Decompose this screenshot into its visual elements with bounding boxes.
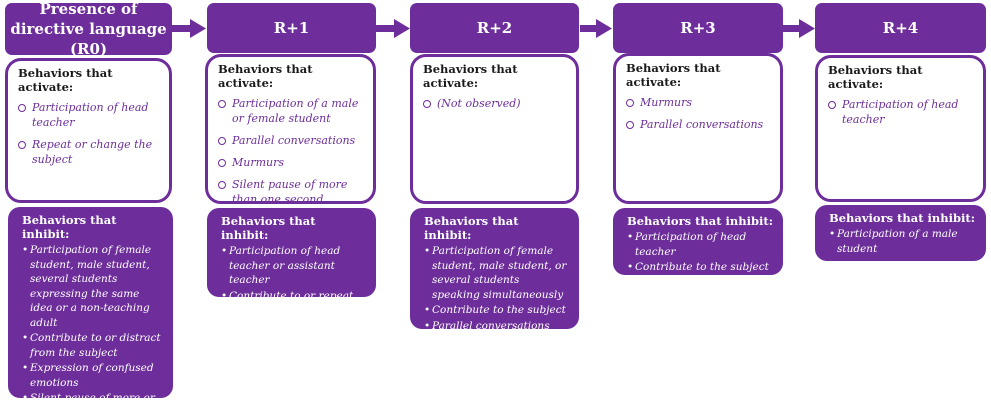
activate-item: Repeat or change the subject bbox=[18, 137, 159, 167]
circle-bullet-icon bbox=[18, 104, 26, 112]
header-label: R+3 bbox=[680, 19, 716, 37]
inhibit-title: Behaviors that inhibit: bbox=[221, 214, 316, 242]
inhibit-box-r2: Behaviors that inhibit: •Participation o… bbox=[410, 208, 579, 332]
inhibit-box-r4: Behaviors that inhibit: •Participation o… bbox=[815, 205, 986, 261]
activate-item: Participation of head teacher bbox=[18, 100, 159, 130]
circle-bullet-icon bbox=[423, 100, 431, 108]
activate-title: Behaviors that activate: bbox=[828, 63, 923, 91]
activate-item: Murmurs bbox=[218, 155, 363, 170]
activate-box-r2: Behaviors that activate: (Not observed) bbox=[410, 54, 579, 204]
inhibit-title: Behaviors that inhibit: bbox=[22, 213, 117, 241]
activate-item: (Not observed) bbox=[423, 96, 566, 111]
activate-item: Silent pause of more than one second bbox=[218, 177, 363, 207]
activate-item: Murmurs bbox=[626, 95, 770, 110]
inhibit-item: •Contribute to or distract from the subj… bbox=[22, 332, 161, 359]
header-r3: R+3 bbox=[613, 3, 783, 53]
activate-item: Parallel conversations bbox=[626, 117, 770, 132]
header-r2: R+2 bbox=[410, 3, 579, 53]
activate-title: Behaviors that activate: bbox=[423, 62, 518, 90]
inhibit-item: •Participation of female student, male s… bbox=[22, 244, 152, 329]
inhibit-item: •Contribute to the subject bbox=[627, 261, 769, 273]
inhibit-item: •Participation of female student, male s… bbox=[424, 245, 567, 301]
circle-bullet-icon bbox=[218, 100, 226, 108]
circle-bullet-icon bbox=[18, 141, 26, 149]
inhibit-item: •Contribute to the subject bbox=[424, 304, 566, 316]
circle-bullet-icon bbox=[218, 137, 226, 145]
activate-item: Participation of head teacher bbox=[828, 97, 973, 127]
inhibit-title: Behaviors that inhibit: bbox=[627, 214, 773, 228]
inhibit-box-r1: Behaviors that inhibit: •Participation o… bbox=[207, 208, 376, 316]
inhibit-item: •Participation of head teacher bbox=[627, 231, 747, 258]
inhibit-item: •Parallel conversations bbox=[424, 319, 550, 332]
header-r0: Presence of directive language (R0) bbox=[5, 0, 172, 58]
circle-bullet-icon bbox=[218, 181, 226, 189]
header-label: R+2 bbox=[476, 19, 513, 37]
flow-arrows bbox=[172, 19, 815, 38]
inhibit-item: •Contribute to or repeat the subject bbox=[221, 289, 354, 317]
inhibit-box-r0: Behaviors that inhibit: •Participation o… bbox=[8, 207, 173, 419]
inhibit-title: Behaviors that inhibit: bbox=[829, 211, 975, 225]
inhibit-item: •Silent pause of more or less than one s… bbox=[22, 392, 155, 419]
activate-box-r1: Behaviors that activate: Participation o… bbox=[205, 54, 376, 207]
inhibit-item: •Participation of head teacher or assist… bbox=[221, 245, 341, 286]
inhibit-title: Behaviors that inhibit: bbox=[424, 214, 519, 242]
activate-item: Parallel conversations bbox=[218, 133, 363, 148]
activate-title: Behaviors that activate: bbox=[18, 66, 113, 94]
circle-bullet-icon bbox=[626, 121, 634, 129]
activate-box-r4: Behaviors that activate: Participation o… bbox=[815, 55, 986, 202]
circle-bullet-icon bbox=[626, 99, 634, 107]
activate-title: Behaviors that activate: bbox=[218, 62, 313, 90]
activate-box-r0: Behaviors that activate: Participation o… bbox=[5, 58, 172, 203]
inhibit-item: •Expression of confused emotions bbox=[22, 362, 154, 389]
activate-box-r3: Behaviors that activate: Murmurs Paralle… bbox=[613, 53, 783, 204]
header-label: Presence of directive language (R0) bbox=[10, 0, 167, 58]
inhibit-box-r3: Behaviors that inhibit: •Participation o… bbox=[613, 208, 783, 275]
header-r4: R+4 bbox=[815, 3, 986, 53]
circle-bullet-icon bbox=[828, 101, 836, 109]
activate-item: Participation of a male or female studen… bbox=[218, 96, 363, 126]
header-label: R+4 bbox=[882, 19, 919, 37]
inhibit-item: •Participation of a male student bbox=[829, 228, 958, 255]
header-label: R+1 bbox=[273, 19, 310, 37]
header-r1: R+1 bbox=[207, 3, 376, 53]
activate-title: Behaviors that activate: bbox=[626, 61, 721, 89]
circle-bullet-icon bbox=[218, 159, 226, 167]
